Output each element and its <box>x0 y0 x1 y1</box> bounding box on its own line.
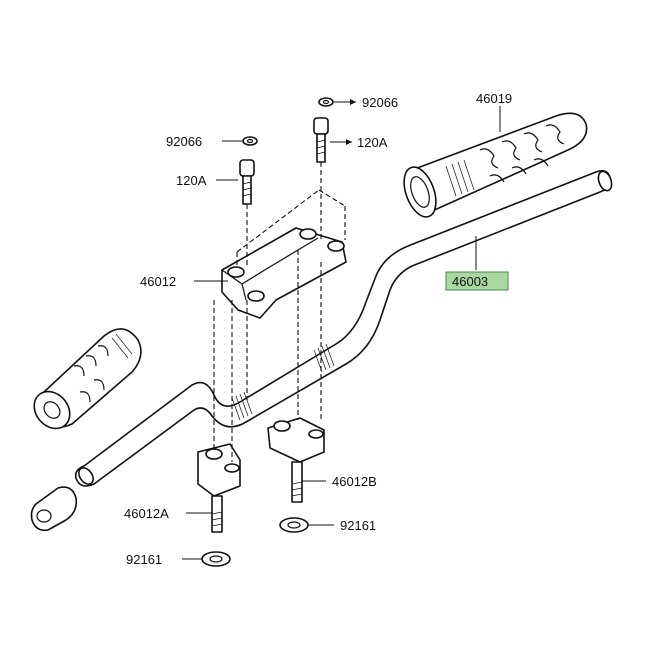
washer-left-92066 <box>242 136 258 146</box>
arrowhead <box>350 99 356 105</box>
lower-holder-46012b <box>267 417 325 503</box>
label-lower-holder-b: 46012B <box>332 474 377 489</box>
bar-end-plug <box>30 486 78 532</box>
highlight-box <box>445 271 509 291</box>
label-upper-clamp: 46012 <box>140 274 176 289</box>
handlebar-46003 <box>74 170 613 487</box>
assembly-lines <box>213 162 346 462</box>
spacer-left-92161 <box>201 551 231 567</box>
label-bolt-top: 120A <box>357 135 388 150</box>
label-washer-top: 92066 <box>362 95 398 110</box>
lower-holder-46012a <box>197 443 241 533</box>
label-lower-holder-a: 46012A <box>124 506 169 521</box>
upper-clamp-46012 <box>221 227 347 319</box>
washer-top-92066 <box>318 97 334 107</box>
leader-lines <box>182 99 501 560</box>
label-spacer-right: 92161 <box>340 518 376 533</box>
left-grip <box>33 328 142 430</box>
label-bolt-left: 120A <box>176 173 207 188</box>
right-grip-46019 <box>403 112 588 218</box>
bolt-left-120a <box>239 159 255 205</box>
knurl-band-left <box>231 391 253 421</box>
label-right-grip: 46019 <box>476 91 512 106</box>
label-washer-left: 92066 <box>166 134 202 149</box>
grip-ribs-right <box>445 124 565 197</box>
bolt-top-120a <box>313 117 329 163</box>
grip-ribs-left <box>73 333 133 403</box>
label-handlebar: 46003 <box>452 274 488 289</box>
spacer-right-92161 <box>279 517 309 533</box>
arrowhead <box>346 139 352 145</box>
label-spacer-left: 92161 <box>126 552 162 567</box>
callout-labels: 92066 120A 92066 120A 46012 46019 46003 … <box>124 91 512 567</box>
